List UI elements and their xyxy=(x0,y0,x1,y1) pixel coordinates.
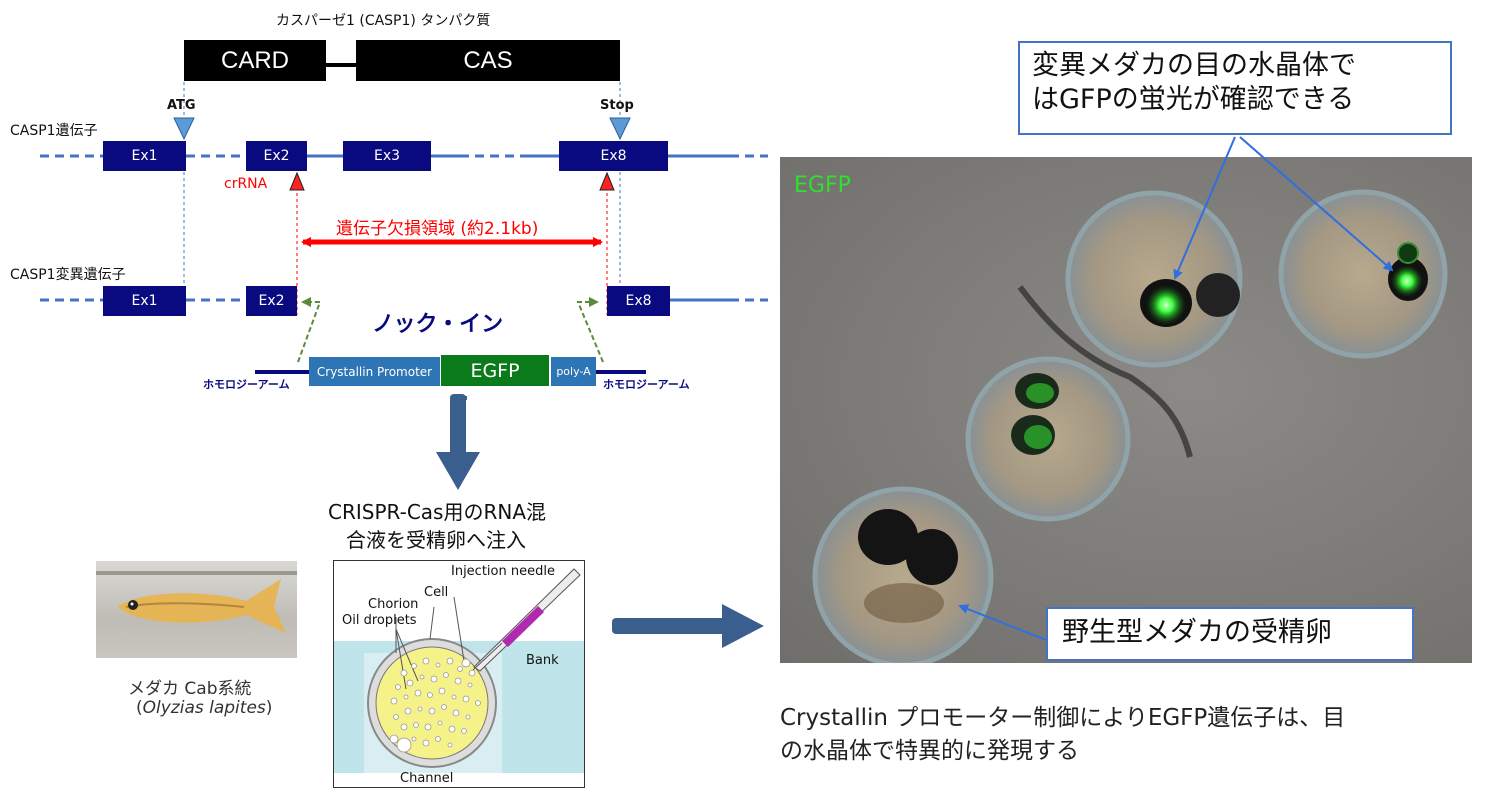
mutant-exon-ex1 xyxy=(103,286,186,316)
mutant-exon-ex8-label: Ex8 xyxy=(625,293,652,309)
mutant-gene-label: CASP1変異遺伝子 xyxy=(10,267,126,283)
callout-arrow-3 xyxy=(958,604,1047,641)
fish-species-name: Olyzias lapites xyxy=(142,698,266,718)
homology-arrow-right xyxy=(576,297,604,363)
mutant-exon-ex2 xyxy=(246,286,297,316)
cas-domain: CAS xyxy=(356,40,620,81)
callout-arrow-1 xyxy=(1173,136,1236,280)
crystallin-promoter-label: Crystallin Promoter xyxy=(316,364,433,379)
needle-label: Injection needle xyxy=(451,564,555,579)
mutant-exon-ex1-label: Ex1 xyxy=(131,293,158,309)
oil-droplets-label: Oil droplets xyxy=(342,613,417,628)
egfp-box: EGFP xyxy=(441,355,549,386)
right-arrow xyxy=(612,604,764,648)
crrna-label: crRNA xyxy=(224,176,268,192)
polya-box: poly-A xyxy=(551,357,596,386)
crrna-marker-icon-2 xyxy=(599,171,615,191)
fluorescence-photo: EGFP xyxy=(780,157,1472,663)
injection-caption-line1: CRISPR-Cas用のRNA混 xyxy=(328,500,546,524)
knockin-title: ノック・イン xyxy=(372,312,504,337)
crrna-marker-icon xyxy=(289,171,305,191)
gene-label: CASP1遺伝子 xyxy=(10,123,98,139)
stop-label: Stop xyxy=(600,98,634,113)
bank-label: Bank xyxy=(526,653,559,668)
medaka-photo xyxy=(96,561,297,658)
exon-ex3 xyxy=(343,141,431,171)
cell-label: Cell xyxy=(424,585,449,600)
mutant-exon-ex8 xyxy=(607,286,670,316)
homology-arrow-left xyxy=(297,297,322,363)
fish-name: メダカ Cab系統 xyxy=(128,679,252,699)
crystallin-promoter-box: Crystallin Promoter xyxy=(309,357,440,386)
card-domain-label: CARD xyxy=(220,46,289,74)
cas-domain-label: CAS xyxy=(463,46,513,74)
exon-ex1 xyxy=(103,141,186,171)
egfp-channel-label: EGFP xyxy=(794,173,851,198)
injection-drawing xyxy=(334,568,584,773)
card-domain: CARD xyxy=(184,40,326,81)
channel-label: Channel xyxy=(400,771,454,786)
embryo-image xyxy=(812,189,1448,663)
deletion-label: 遺伝子欠損領域 (約2.1kb) xyxy=(336,219,539,239)
exon-ex3-label: Ex3 xyxy=(373,148,401,164)
protein-title: カスパーゼ1 (CASP1) タンパク質 xyxy=(276,13,491,29)
callout-arrow-2 xyxy=(1239,136,1394,272)
injection-caption-line2: 合液を受精卵へ注入 xyxy=(346,528,526,552)
exon-ex8 xyxy=(559,141,668,171)
callout-mutant-line1: 変異メダカの目の水晶体で xyxy=(1032,50,1356,81)
exon-ex2 xyxy=(246,141,307,171)
callout-mutant: 変異メダカの目の水晶体で はGFPの蛍光が確認できる xyxy=(1018,41,1452,135)
callout-wildtype: 野生型メダカの受精卵 xyxy=(1046,607,1414,661)
atg-label: ATG xyxy=(167,98,196,113)
callout-mutant-line2: はGFPの蛍光が確認できる xyxy=(1032,84,1355,115)
chorion-label: Chorion xyxy=(368,597,419,612)
protein-linker xyxy=(323,63,358,67)
egfp-label: EGFP xyxy=(470,359,520,382)
mutant-exon-ex2-label: Ex2 xyxy=(258,293,285,309)
atg-marker-icon xyxy=(173,117,195,141)
conclusion-line1: Crystallin プロモーター制御によりEGFP遺伝子は、目 xyxy=(780,705,1346,731)
injection-diagram: Injection needle Cell Chorion Oil drople… xyxy=(333,560,585,788)
exon-ex2-label: Ex2 xyxy=(263,148,290,164)
callout-wildtype-text: 野生型メダカの受精卵 xyxy=(1062,617,1332,648)
fish-species: (Olyzias lapites) xyxy=(136,698,273,718)
gene-diagram xyxy=(40,82,768,400)
down-arrow xyxy=(436,394,480,490)
exon-ex1-label: Ex1 xyxy=(131,148,158,164)
oil-droplets xyxy=(389,657,481,753)
stop-marker-icon xyxy=(609,117,631,141)
homology-arm-left-label: ホモロジーアーム xyxy=(203,378,290,391)
exon-ex8-label: Ex8 xyxy=(600,148,627,164)
medaka-fish xyxy=(96,571,297,633)
polya-label: poly-A xyxy=(556,365,591,378)
conclusion-line2: の水晶体で特異的に発現する xyxy=(780,738,1079,764)
homology-arm-right-label: ホモロジーアーム xyxy=(603,378,690,391)
